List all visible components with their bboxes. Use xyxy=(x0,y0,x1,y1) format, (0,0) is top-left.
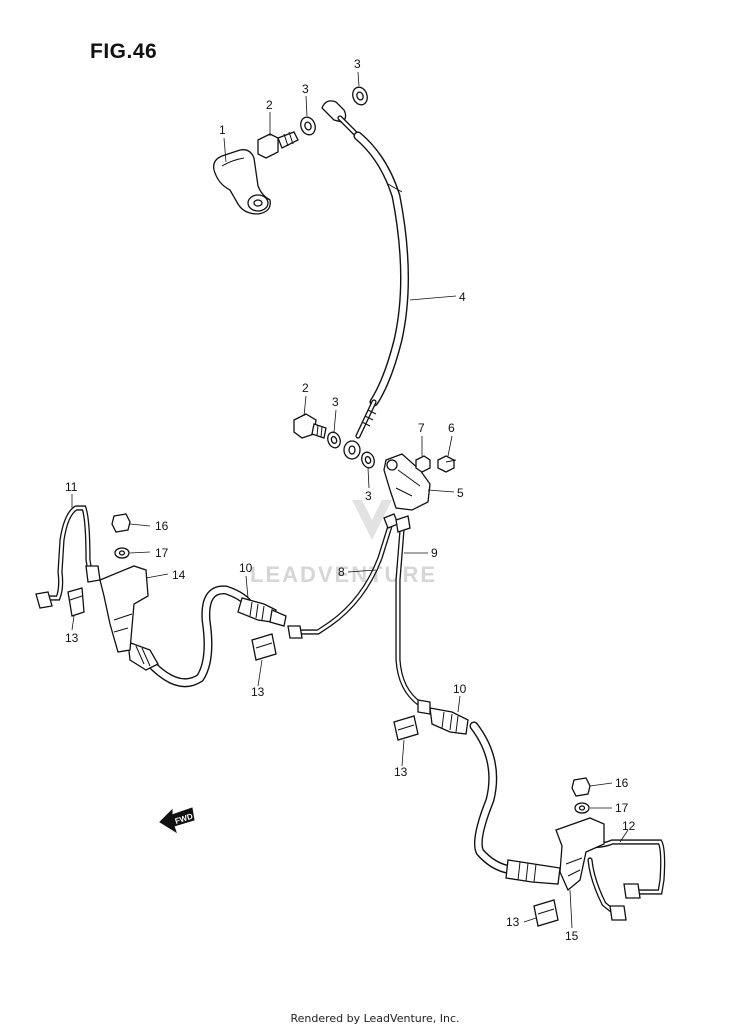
part-17-washer-right xyxy=(574,802,590,814)
callout-10: 10 xyxy=(453,682,467,696)
part-10-hose-right xyxy=(429,707,561,885)
leader-lines xyxy=(71,71,629,929)
part-16-bolt-right xyxy=(571,777,591,797)
watermark: LEADVENTURE xyxy=(250,500,437,587)
part-2-banjo-bolt-top xyxy=(257,131,299,159)
part-12-pipe-right xyxy=(581,839,666,921)
part-16-bolt-left xyxy=(111,513,131,533)
callout-4: 4 xyxy=(459,290,466,304)
part-13-clip-c xyxy=(393,715,419,741)
callout-11: 11 xyxy=(65,480,78,494)
part-13-clip-b xyxy=(251,633,277,661)
part-8-brake-pipe xyxy=(287,513,399,639)
figure-title: FIG.46 xyxy=(90,40,158,63)
callout-2: 2 xyxy=(302,381,309,395)
part-6-bolt xyxy=(437,455,457,473)
callout-15: 15 xyxy=(565,929,579,943)
callout-6: 6 xyxy=(448,421,455,435)
callout-16: 16 xyxy=(615,776,629,790)
callout-13: 13 xyxy=(251,685,265,699)
callout-13: 13 xyxy=(506,915,520,929)
part-3-washers-top xyxy=(300,86,368,136)
callout-12: 12 xyxy=(622,819,636,833)
part-10-hose-left xyxy=(127,585,287,688)
callout-2: 2 xyxy=(266,98,273,112)
callout-5: 5 xyxy=(457,486,464,500)
part-2-banjo-bolt-mid xyxy=(293,413,327,439)
callout-3: 3 xyxy=(332,395,339,409)
part-17-washer-left xyxy=(114,547,130,559)
callout-8: 8 xyxy=(338,565,345,579)
part-13-clip-a xyxy=(67,587,85,617)
part-4-brake-hose xyxy=(321,100,410,460)
callout-17: 17 xyxy=(155,546,169,560)
footer-credit: Rendered by LeadVenture, Inc. xyxy=(290,1012,460,1025)
callout-9: 9 xyxy=(431,546,438,560)
part-3-washers-mid xyxy=(327,431,375,469)
part-11-pipe-left xyxy=(35,505,101,609)
part-9-brake-pipe xyxy=(395,515,431,715)
fwd-arrow-icon: FWD xyxy=(159,807,195,834)
callout-13: 13 xyxy=(65,631,79,645)
callout-3: 3 xyxy=(354,57,361,71)
callout-14: 14 xyxy=(172,568,186,582)
callout-17: 17 xyxy=(615,801,629,815)
callout-1: 1 xyxy=(219,123,226,137)
part-1-boot xyxy=(213,149,271,215)
part-15-bracket xyxy=(555,817,605,892)
callout-16: 16 xyxy=(155,519,169,533)
part-14-bracket xyxy=(99,565,149,653)
part-13-clip-d xyxy=(533,899,559,927)
callout-3: 3 xyxy=(365,489,372,503)
part-5-three-way-joint xyxy=(383,453,431,511)
part-7-nut xyxy=(415,455,431,473)
callout-13: 13 xyxy=(394,765,408,779)
watermark-text: LEADVENTURE xyxy=(250,562,437,587)
callout-3: 3 xyxy=(302,82,309,96)
callout-labels: 1 2 3 3 4 2 3 7 6 3 5 11 16 17 14 10 8 9… xyxy=(65,57,636,943)
callout-7: 7 xyxy=(418,421,425,435)
callout-10: 10 xyxy=(239,561,253,575)
